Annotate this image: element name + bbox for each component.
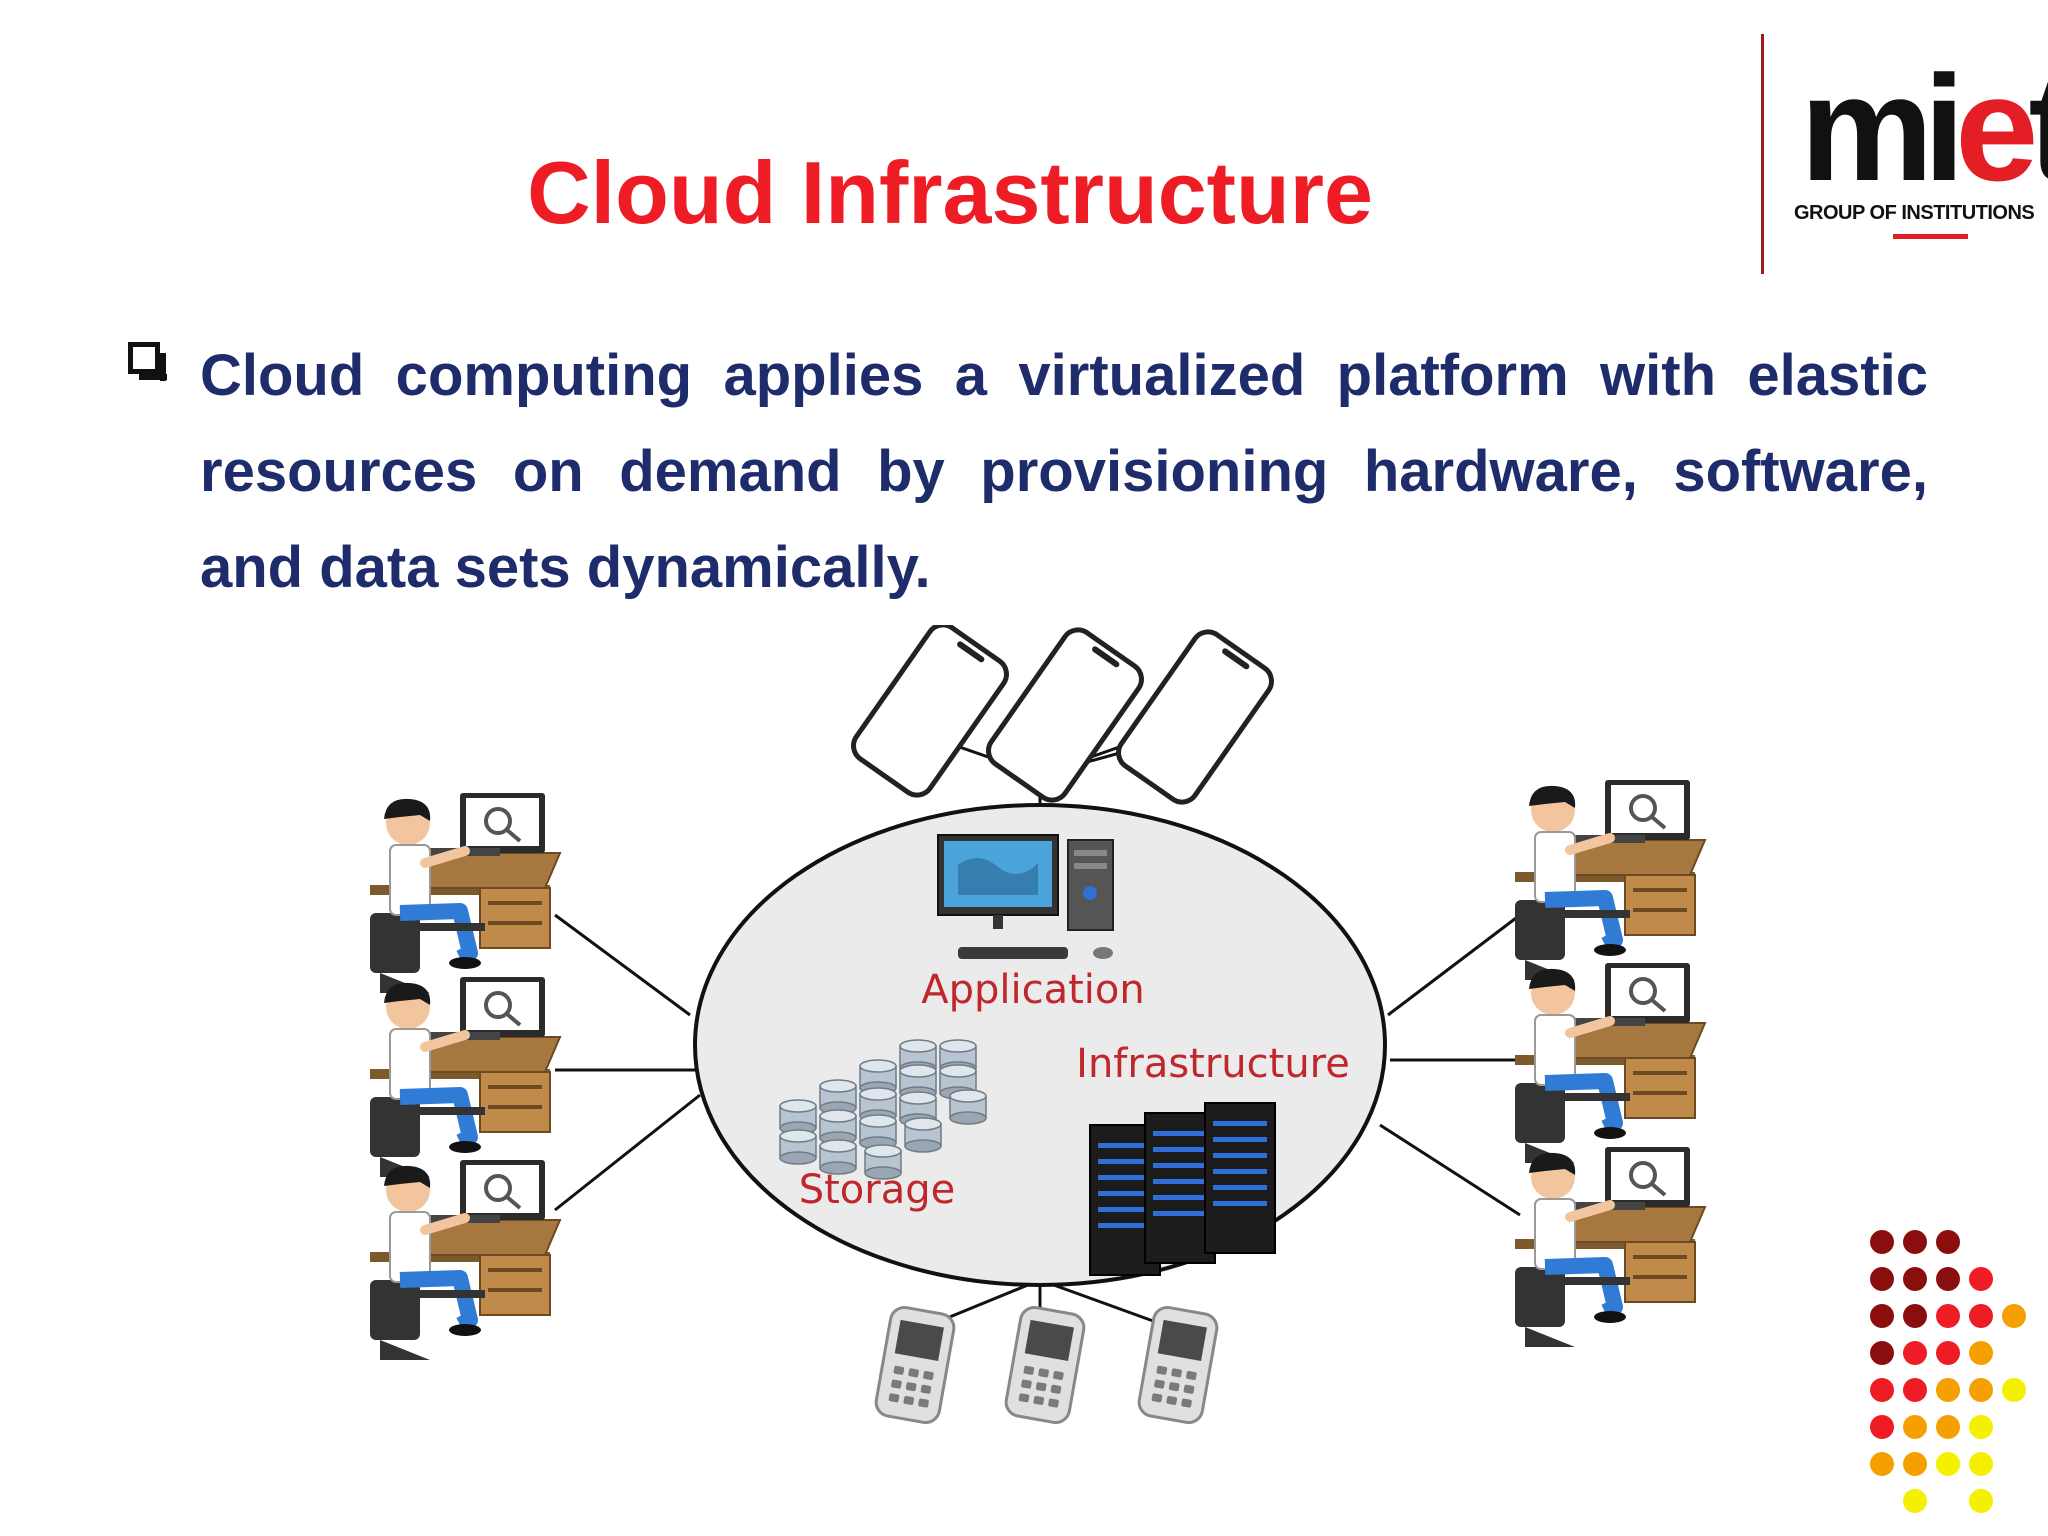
decorative-dot — [1969, 1267, 1993, 1291]
decorative-dot — [1870, 1230, 1894, 1254]
decorative-dot — [1936, 1304, 1960, 1328]
decorative-dot — [1870, 1452, 1894, 1476]
decorative-dot — [2002, 1378, 2026, 1402]
decorative-dot — [1969, 1489, 1993, 1513]
logo-subtitle: GROUP OF INSTITUTIONS — [1794, 202, 2035, 224]
decorative-dot — [1936, 1267, 1960, 1291]
infrastructure-label: Infrastructure — [1076, 1041, 1350, 1087]
desktop-computer-icon — [937, 834, 1114, 959]
bullet-text: Cloud computing applies a virtualized pl… — [200, 343, 1928, 600]
decorative-dot — [1936, 1452, 1960, 1476]
application-label: Application — [921, 967, 1145, 1013]
cloud-infrastructure-diagram: Application Infrastructure Storage — [340, 625, 1740, 1425]
decorative-dot — [1969, 1378, 1993, 1402]
decorative-dot — [1903, 1489, 1927, 1513]
cellphone-icon — [872, 1303, 958, 1425]
workstation-icon — [1515, 963, 1705, 1163]
workstation-icon — [370, 977, 560, 1177]
logo-divider — [1761, 34, 1764, 274]
decorative-dot — [1903, 1378, 1927, 1402]
smartphone-icon — [982, 625, 1147, 806]
workstation-icon — [1515, 780, 1705, 980]
decorative-dot — [1870, 1267, 1894, 1291]
decorative-dot — [1969, 1341, 1993, 1365]
checkbox-bullet-icon — [128, 342, 167, 381]
server-rack-icon — [1089, 1102, 1276, 1276]
smartphone-icon — [847, 625, 1012, 801]
decorative-dot — [1903, 1341, 1927, 1365]
storage-label: Storage — [799, 1167, 956, 1213]
logo-mark-e: e — [1955, 44, 2038, 212]
decorative-dots — [1870, 1230, 2026, 1513]
decorative-dot — [1969, 1452, 1993, 1476]
decorative-dot — [1936, 1378, 1960, 1402]
slide-title: Cloud Infrastructure — [527, 143, 1373, 242]
miet-logo: miet — [1800, 53, 2048, 203]
cellphone-icon — [1002, 1303, 1088, 1425]
workstation-icon — [370, 1160, 560, 1360]
decorative-dot — [1903, 1267, 1927, 1291]
decorative-dot — [1969, 1415, 1993, 1439]
decorative-dot — [1903, 1452, 1927, 1476]
decorative-dot — [1870, 1378, 1894, 1402]
decorative-dot — [1936, 1341, 1960, 1365]
decorative-dot — [1870, 1304, 1894, 1328]
decorative-dot — [1903, 1230, 1927, 1254]
decorative-dot — [1903, 1304, 1927, 1328]
logo-mark-suffix: t — [2029, 44, 2048, 212]
decorative-dot — [1870, 1415, 1894, 1439]
logo-mark-prefix: mi — [1800, 44, 1965, 212]
decorative-dot — [1969, 1304, 1993, 1328]
decorative-dot — [1903, 1415, 1927, 1439]
decorative-dot — [2002, 1304, 2026, 1328]
decorative-dot — [1870, 1341, 1894, 1365]
cellphone-icon — [1135, 1303, 1221, 1425]
logo-underline — [1893, 234, 1968, 239]
decorative-dot — [1936, 1415, 1960, 1439]
decorative-dot — [1936, 1230, 1960, 1254]
workstation-icon — [370, 793, 560, 993]
workstation-icon — [1515, 1147, 1705, 1347]
smartphone-icon — [1112, 626, 1277, 809]
